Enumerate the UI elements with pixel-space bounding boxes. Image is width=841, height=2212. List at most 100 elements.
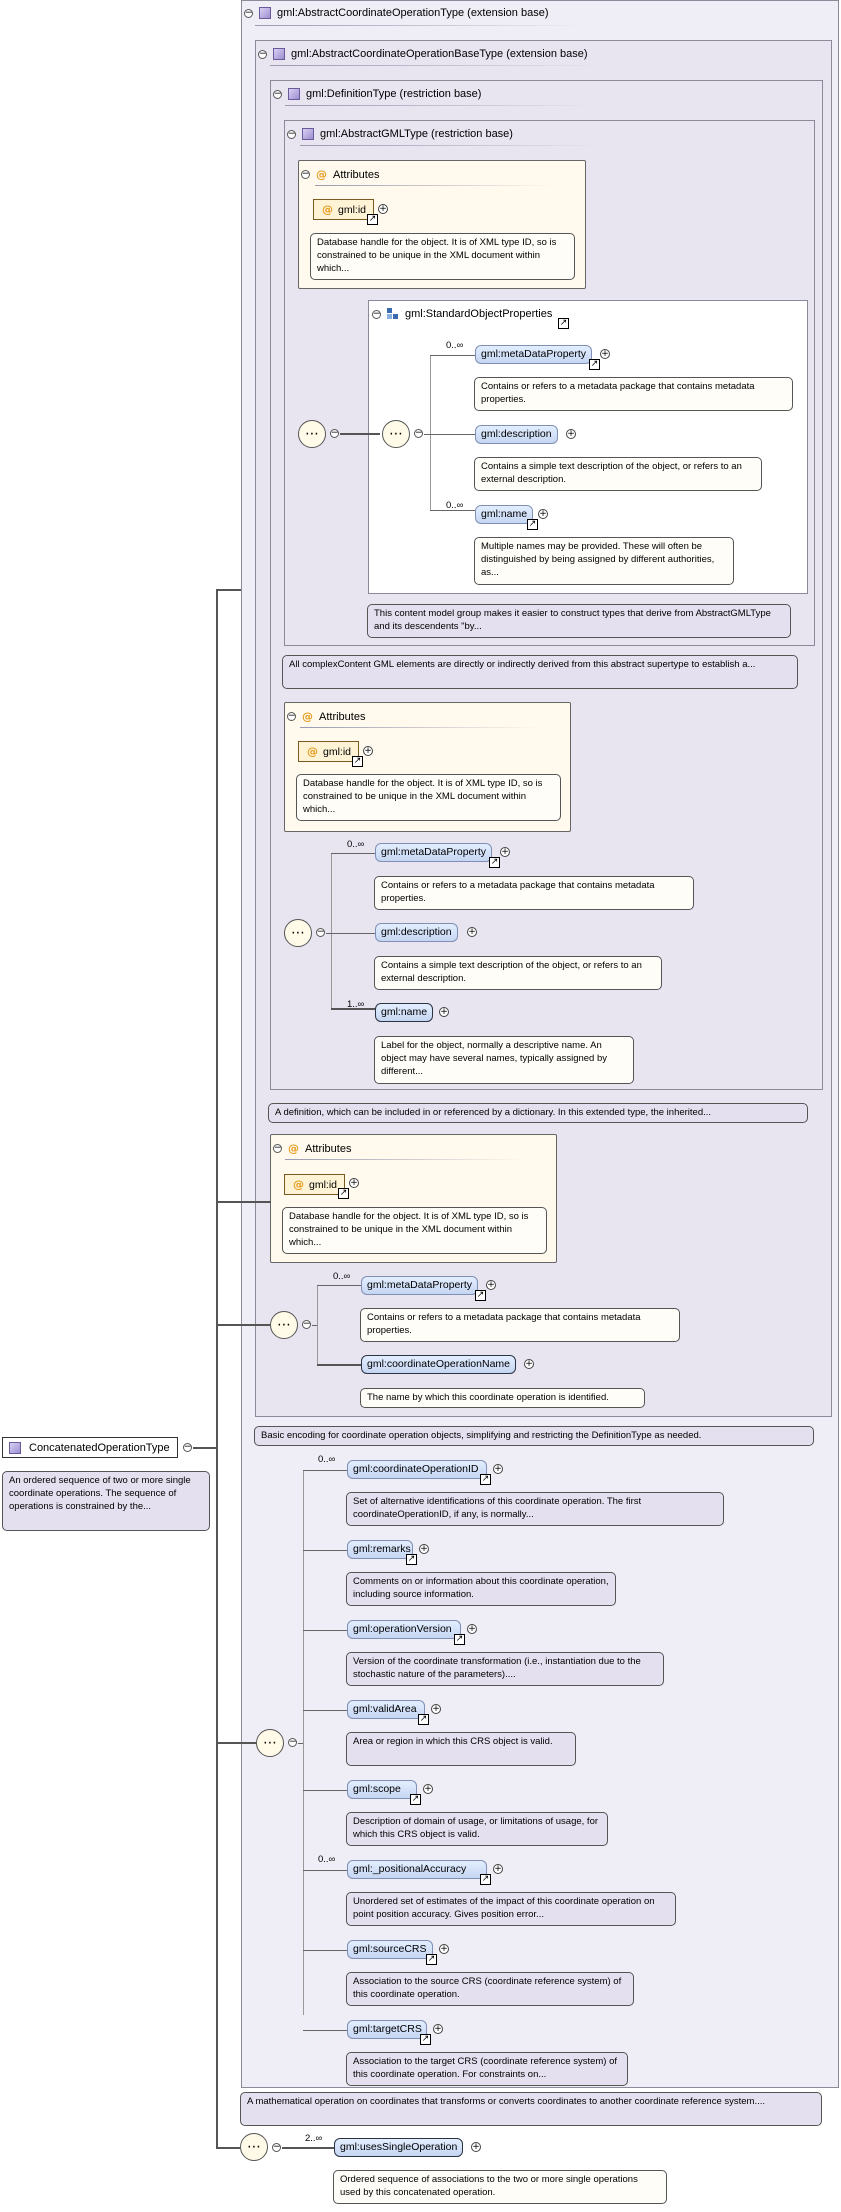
connector [193, 1447, 217, 1449]
connector [303, 1870, 347, 1871]
link-icon[interactable]: ↗ [420, 2034, 431, 2045]
gml-id-attribute[interactable]: @ gml:id [313, 199, 374, 220]
expand-icon[interactable]: + [419, 1544, 429, 1554]
attribute-name: gml:id [323, 745, 352, 758]
element-description[interactable]: gml:description [375, 923, 458, 942]
link-icon[interactable]: ↗ [558, 318, 569, 329]
collapse-icon[interactable]: − [302, 1319, 311, 1329]
attribute-icon: @ [302, 710, 313, 723]
expand-icon[interactable]: + [433, 2024, 443, 2034]
element-gmloperationversion[interactable]: gml:operationVersion [347, 1620, 461, 1639]
collapse-icon[interactable]: − [330, 428, 339, 438]
expand-icon[interactable]: + [431, 1704, 441, 1714]
sequence-icon: ⋯ [256, 1729, 284, 1757]
connector [303, 1630, 347, 1631]
link-icon[interactable]: ↗ [406, 1554, 417, 1565]
element-metadataproperty[interactable]: gml:metaDataProperty [375, 843, 493, 862]
base-type-doc: Basic encoding for coordinate operation … [254, 1426, 814, 1446]
collapse-icon[interactable]: − [273, 1143, 282, 1153]
connector [303, 1710, 347, 1711]
expand-icon[interactable]: + [500, 847, 510, 857]
expand-icon[interactable]: + [486, 1280, 496, 1290]
header-underline [285, 105, 595, 106]
collapse-icon[interactable]: − [287, 711, 296, 721]
link-icon[interactable]: ↗ [480, 1474, 491, 1485]
header-underline [285, 1159, 525, 1160]
collapse-icon[interactable]: − [414, 428, 423, 438]
expand-icon[interactable]: + [538, 509, 548, 519]
link-icon[interactable]: ↗ [418, 1714, 429, 1725]
expand-icon[interactable]: + [439, 1944, 449, 1954]
element-gmlpositionalaccuracy[interactable]: gml:_positionalAccuracy [347, 1860, 487, 1879]
connector [303, 2030, 347, 2031]
expand-icon[interactable]: + [471, 2142, 481, 2152]
collapse-icon[interactable]: − [316, 927, 325, 937]
link-icon[interactable]: ↗ [410, 1794, 421, 1805]
element-description[interactable]: gml:description [475, 425, 558, 444]
collapse-icon[interactable]: − [287, 128, 296, 139]
gml-id-attribute[interactable]: @ gml:id [298, 741, 359, 762]
link-icon[interactable]: ↗ [454, 1634, 465, 1645]
group-doc: This content model group makes it easier… [367, 604, 791, 638]
type-label: gml:AbstractGMLType (restriction base) [320, 128, 513, 140]
collapse-icon[interactable]: − [273, 88, 282, 99]
expand-icon[interactable]: + [493, 1464, 503, 1474]
link-icon[interactable]: ↗ [367, 214, 378, 225]
element-coordinateoperationname[interactable]: gml:coordinateOperationName [361, 1355, 516, 1374]
link-icon[interactable]: ↗ [480, 1874, 491, 1885]
link-icon[interactable]: ↗ [338, 1188, 349, 1199]
header-underline [300, 727, 540, 728]
cardinality: 0..∞ [446, 500, 464, 511]
element-gmltargetcrs[interactable]: gml:targetCRS [347, 2020, 427, 2039]
collapse-icon[interactable]: − [258, 48, 267, 59]
connector [331, 1008, 375, 1010]
collapse-icon[interactable]: − [244, 7, 253, 18]
expand-icon[interactable]: + [467, 927, 477, 937]
element-gmlsourcecrs[interactable]: gml:sourceCRS [347, 1940, 433, 1959]
root-collapse-icon[interactable]: − [183, 1442, 192, 1452]
element-usessingleoperation[interactable]: gml:usesSingleOperation [334, 2138, 464, 2157]
element-gmlvalidarea[interactable]: gml:validArea [347, 1700, 425, 1719]
gml-id-attribute[interactable]: @ gml:id [284, 1174, 345, 1195]
expand-icon[interactable]: + [378, 204, 388, 214]
link-icon[interactable]: ↗ [489, 857, 500, 868]
connector [331, 853, 375, 854]
expand-icon[interactable]: + [493, 1864, 503, 1874]
link-icon[interactable]: ↗ [589, 359, 600, 370]
collapse-icon[interactable]: − [288, 1737, 297, 1747]
description-doc: Contains a simple text description of th… [374, 956, 662, 990]
expand-icon[interactable]: + [467, 1624, 477, 1634]
element-gmlcoordinateoperationid[interactable]: gml:coordinateOperationID [347, 1460, 487, 1479]
element-doc: Area or region in which this CRS object … [346, 1732, 576, 1766]
expand-icon[interactable]: + [439, 1007, 449, 1017]
expand-icon[interactable]: + [566, 429, 576, 439]
expand-icon[interactable]: + [363, 746, 373, 756]
link-icon[interactable]: ↗ [527, 519, 538, 530]
header-underline [255, 25, 585, 26]
element-doc: Association to the target CRS (coordinat… [346, 2052, 628, 2086]
element-gmlscope[interactable]: gml:scope [347, 1780, 417, 1799]
collapse-icon[interactable]: − [301, 169, 310, 179]
expand-icon[interactable]: + [349, 1178, 359, 1188]
element-name[interactable]: gml:name [375, 1003, 434, 1022]
connector [303, 1790, 347, 1791]
expand-icon[interactable]: + [423, 1784, 433, 1794]
expand-icon[interactable]: + [524, 1359, 534, 1369]
connector [326, 933, 332, 934]
link-icon[interactable]: ↗ [352, 756, 363, 767]
connector [216, 589, 257, 591]
element-gmlremarks[interactable]: gml:remarks [347, 1540, 413, 1559]
root-element[interactable]: ConcatenatedOperationType [2, 1437, 178, 1458]
link-icon[interactable]: ↗ [426, 1954, 437, 1965]
element-metadataproperty[interactable]: gml:metaDataProperty [361, 1276, 479, 1295]
link-icon[interactable]: ↗ [475, 1290, 486, 1301]
element-doc: Association to the source CRS (coordinat… [346, 1972, 634, 2006]
connector [331, 933, 375, 934]
element-name[interactable]: gml:name [475, 505, 534, 524]
element-metadataproperty[interactable]: gml:metaDataProperty [475, 345, 593, 364]
collapse-icon[interactable]: − [372, 308, 381, 319]
collapse-icon[interactable]: − [272, 2142, 281, 2152]
element-doc: Unordered set of estimates of the impact… [346, 1892, 676, 1926]
expand-icon[interactable]: + [600, 349, 610, 359]
name-doc: Multiple names may be provided. These wi… [474, 537, 734, 585]
